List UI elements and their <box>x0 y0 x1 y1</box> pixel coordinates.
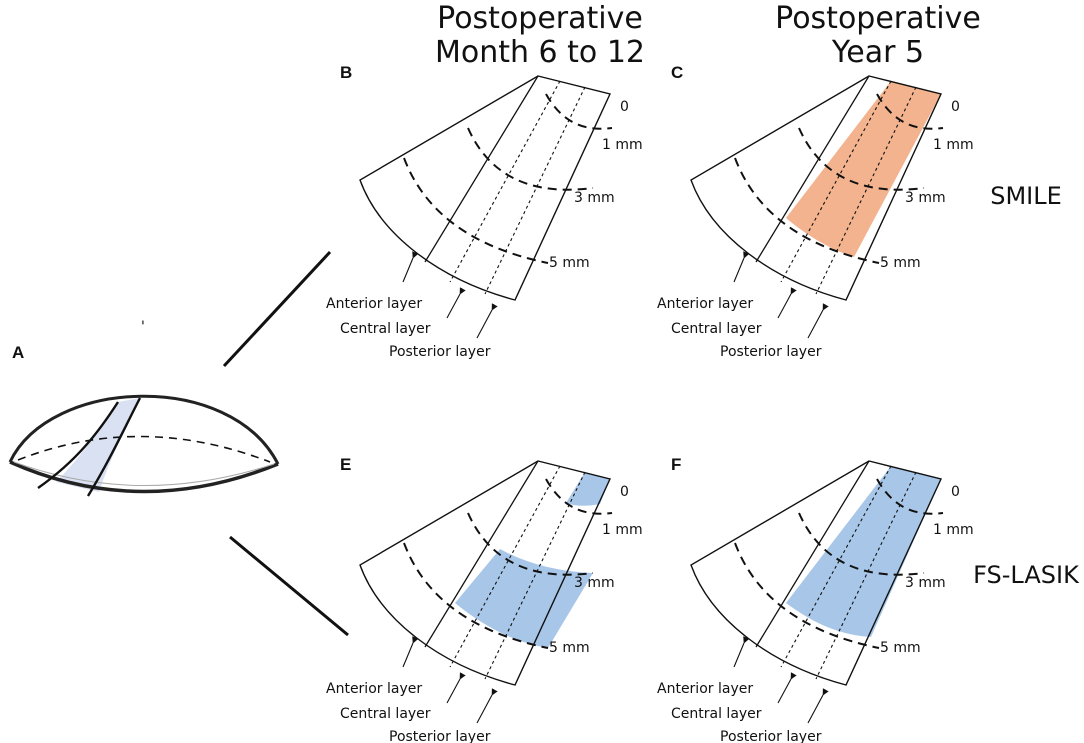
depth-label-0: 0 <box>620 99 629 115</box>
layer-label-central: Central layer <box>340 321 431 337</box>
header-col1-line2: Month 6 to 12 <box>435 35 645 70</box>
depth-label-0: 0 <box>951 99 960 115</box>
depth-label-1mm: 1 mm <box>602 137 643 153</box>
header-col1-line1: Postoperative <box>437 1 643 36</box>
layer-label-posterior: Posterior layer <box>720 344 822 360</box>
depth-label-1mm: 1 mm <box>933 522 974 538</box>
depth-label-3mm: 3 mm <box>905 190 946 206</box>
layer-label-anterior: Anterior layer <box>657 296 753 312</box>
layer-label-posterior: Posterior layer <box>389 729 491 743</box>
lasik-highlight-region-full <box>786 466 941 637</box>
panel-f: 0 1 mm 3 mm 5 mm Anterior layer Central … <box>657 461 974 743</box>
depth-label-5mm: 5 mm <box>549 640 590 656</box>
depth-label-5mm: 5 mm <box>880 640 921 656</box>
depth-label-3mm: 3 mm <box>574 190 615 206</box>
layer-label-central: Central layer <box>340 706 431 722</box>
layer-label-anterior: Anterior layer <box>657 681 753 697</box>
depth-label-0: 0 <box>951 484 960 500</box>
panel-c: 0 1 mm 3 mm 5 mm Anterior layer Central … <box>657 76 974 360</box>
group-label-smile: SMILE <box>990 182 1062 210</box>
smile-highlight-region <box>786 81 941 257</box>
panel-e: 0 1 mm 3 mm 5 mm Anterior layer Central … <box>326 461 643 743</box>
layer-label-anterior: Anterior layer <box>326 296 422 312</box>
panel-a-tick-mark: ' <box>141 319 145 335</box>
panel-label-a: A <box>12 343 24 362</box>
layer-label-posterior: Posterior layer <box>720 729 822 743</box>
connector-line-top <box>222 250 332 368</box>
depth-label-5mm: 5 mm <box>549 255 590 271</box>
depth-label-0: 0 <box>620 484 629 500</box>
panel-label-e: E <box>340 455 351 474</box>
panel-label-f: F <box>671 455 681 474</box>
panel-label-b: B <box>340 63 352 82</box>
layer-label-central: Central layer <box>671 706 762 722</box>
panel-label-c: C <box>671 63 683 82</box>
depth-label-1mm: 1 mm <box>933 137 974 153</box>
depth-label-5mm: 5 mm <box>880 255 921 271</box>
connector-line-bottom <box>229 535 349 637</box>
cornea-dome <box>8 394 280 497</box>
layer-label-anterior: Anterior layer <box>326 681 422 697</box>
header-col2-line2: Year 5 <box>831 35 924 70</box>
panel-b: 0 1 mm 3 mm 5 mm Anterior layer Central … <box>326 76 643 360</box>
header-col2-line1: Postoperative <box>775 1 981 36</box>
depth-label-3mm: 3 mm <box>574 575 615 591</box>
layer-label-central: Central layer <box>671 321 762 337</box>
group-label-fs-lasik: FS-LASIK <box>973 561 1080 589</box>
depth-label-3mm: 3 mm <box>905 575 946 591</box>
layer-label-posterior: Posterior layer <box>389 344 491 360</box>
depth-label-1mm: 1 mm <box>602 522 643 538</box>
lasik-highlight-region-upper <box>566 472 610 506</box>
